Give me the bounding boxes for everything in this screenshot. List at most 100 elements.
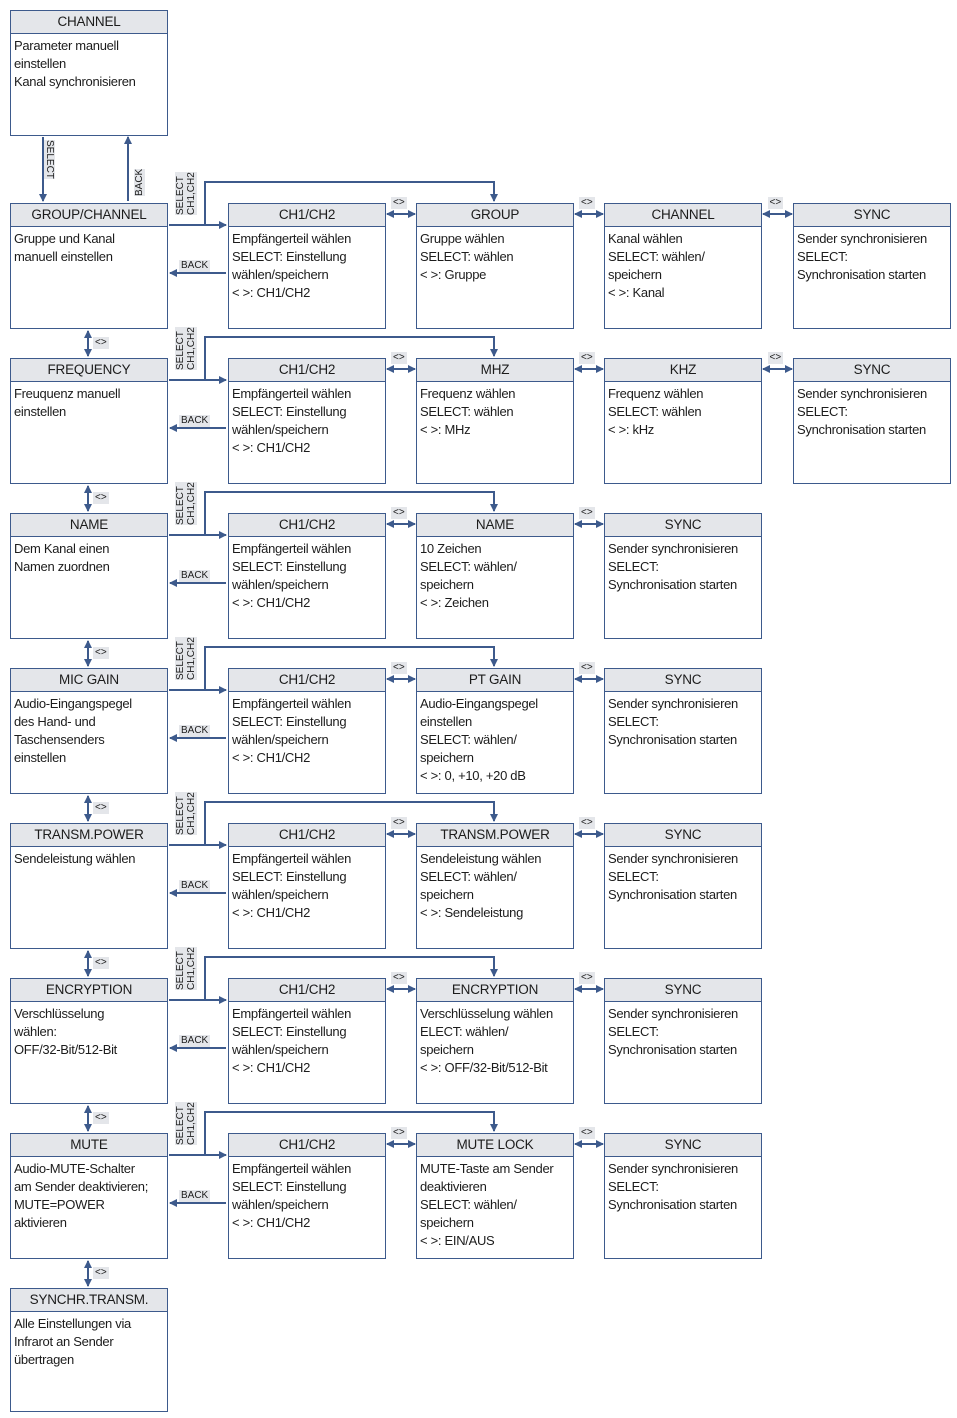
- synchr-transm-box: SYNCHR.TRANSM. Alle Einstellungen via In…: [10, 1288, 168, 1412]
- nav-label-1-3: <>: [767, 352, 784, 364]
- back-label-1: BACK: [179, 415, 211, 427]
- synchr-transm-title: SYNCHR.TRANSM.: [11, 1289, 167, 1312]
- sub-box-frequency-mhz-title: MHZ: [417, 359, 573, 382]
- sub-box-mic-gain-pt-gain-description: Audio-Eingangspegel einstellen SELECT: w…: [420, 696, 538, 783]
- nav-label-5-1: <>: [391, 972, 407, 984]
- select-ch-label-3: SELECT CH1,CH2: [175, 637, 197, 680]
- vertical-nav-label-6: <>: [93, 1267, 109, 1279]
- menu-box-mic-gain: MIC GAIN Audio-Eingangspegel des Hand- un…: [10, 668, 168, 794]
- sub-box-group-channel-group-title: GROUP: [417, 204, 573, 227]
- nav-label-5-2: <>: [579, 972, 595, 984]
- menu-box-encryption-title: ENCRYPTION: [11, 979, 167, 1002]
- select-label-top: SELECT: [44, 140, 55, 179]
- sub-box-frequency-khz-description: Frequenz wählen SELECT: wählen < >: kHz: [608, 386, 704, 437]
- channel-box: CHANNEL Parameter manuell einstellen Kan…: [10, 10, 168, 136]
- channel-box-description: Parameter manuell einstellen Kanal synch…: [14, 38, 136, 89]
- select-ch-label-4: SELECT CH1,CH2: [175, 792, 197, 835]
- vertical-nav-label-2: <>: [93, 647, 109, 659]
- sub-box-mic-gain-sync-description: Sender synchronisieren SELECT: Synchroni…: [608, 696, 738, 747]
- menu-box-mute-title: MUTE: [11, 1134, 167, 1157]
- menu-box-transm-power-description: Sendeleistung wählen: [14, 851, 136, 866]
- sub-box-encryption-ch1-ch2-title: CH1/CH2: [229, 979, 385, 1002]
- sub-box-mic-gain-sync-title: SYNC: [605, 669, 761, 692]
- sub-box-mute-ch1-ch2-description: Empfängerteil wählen SELECT: Einstellung…: [232, 1161, 352, 1230]
- menu-box-mic-gain-title: MIC GAIN: [11, 669, 167, 692]
- nav-label-2-1: <>: [391, 507, 407, 519]
- back-label-top: BACK: [134, 168, 145, 196]
- sub-box-transm-power-ch1-ch2-title: CH1/CH2: [229, 824, 385, 847]
- nav-label-4-2: <>: [579, 817, 595, 829]
- vertical-nav-label-5: <>: [93, 1112, 109, 1124]
- sub-box-frequency-ch1-ch2-title: CH1/CH2: [229, 359, 385, 382]
- sub-box-mic-gain-ch1-ch2-description: Empfängerteil wählen SELECT: Einstellung…: [232, 696, 352, 765]
- sub-box-mute-sync-title: SYNC: [605, 1134, 761, 1157]
- nav-label-1-2: <>: [579, 352, 595, 364]
- sub-box-encryption-encryption: ENCRYPTION Verschlüsselung wählen ELECT: …: [416, 978, 574, 1104]
- select-ch-label-5: SELECT CH1,CH2: [175, 947, 197, 990]
- vertical-nav-label-1: <>: [93, 492, 109, 504]
- back-label-0: BACK: [179, 260, 211, 272]
- select-ch-label-6: SELECT CH1,CH2: [175, 1102, 197, 1145]
- sub-box-frequency-khz-title: KHZ: [605, 359, 761, 382]
- sub-box-name-name-title: NAME: [417, 514, 573, 537]
- select-ch-label-1: SELECT CH1,CH2: [175, 327, 197, 370]
- sub-box-name-name: NAME 10 Zeichen SELECT: wählen/ speichern…: [416, 513, 574, 639]
- sub-box-group-channel-group-description: Gruppe wählen SELECT: wählen < >: Gruppe: [420, 231, 514, 282]
- menu-box-mute-description: Audio-MUTE-Schalter am Sender deaktivier…: [14, 1161, 149, 1230]
- sub-box-group-channel-sync-description: Sender synchronisieren SELECT: Synchroni…: [797, 231, 927, 282]
- sub-box-mute-sync: SYNC Sender synchronisieren SELECT: Synch…: [604, 1133, 762, 1259]
- sub-box-mute-sync-description: Sender synchronisieren SELECT: Synchroni…: [608, 1161, 738, 1212]
- menu-box-group-channel-title: GROUP/CHANNEL: [11, 204, 167, 227]
- sub-box-mute-ch1-ch2-title: CH1/CH2: [229, 1134, 385, 1157]
- sub-box-encryption-encryption-title: ENCRYPTION: [417, 979, 573, 1002]
- sub-box-group-channel-ch1-ch2-title: CH1/CH2: [229, 204, 385, 227]
- sub-box-frequency-sync: SYNC Sender synchronisieren SELECT: Synch…: [793, 358, 951, 484]
- vertical-nav-label-4: <>: [93, 957, 109, 969]
- menu-box-transm-power-title: TRANSM.POWER: [11, 824, 167, 847]
- sub-box-name-name-description: 10 Zeichen SELECT: wählen/ speichern < >…: [420, 541, 517, 610]
- back-label-4: BACK: [179, 880, 211, 892]
- sub-box-encryption-ch1-ch2-description: Empfängerteil wählen SELECT: Einstellung…: [232, 1006, 352, 1075]
- sub-box-transm-power-sync-title: SYNC: [605, 824, 761, 847]
- nav-label-3-2: <>: [579, 662, 595, 674]
- sub-box-group-channel-sync-title: SYNC: [794, 204, 950, 227]
- sub-box-frequency-sync-description: Sender synchronisieren SELECT: Synchroni…: [797, 386, 927, 437]
- sub-box-frequency-sync-title: SYNC: [794, 359, 950, 382]
- sub-box-mic-gain-sync: SYNC Sender synchronisieren SELECT: Synch…: [604, 668, 762, 794]
- back-label-3: BACK: [179, 725, 211, 737]
- menu-box-name-description: Dem Kanal einen Namen zuordnen: [14, 541, 110, 574]
- menu-box-mic-gain-description: Audio-Eingangspegel des Hand- und Tasche…: [14, 696, 132, 765]
- menu-box-frequency-title: FREQUENCY: [11, 359, 167, 382]
- sub-box-encryption-sync-description: Sender synchronisieren SELECT: Synchroni…: [608, 1006, 738, 1057]
- nav-label-0-1: <>: [391, 197, 407, 209]
- sub-box-encryption-encryption-description: Verschlüsselung wählen ELECT: wählen/ sp…: [420, 1006, 553, 1075]
- sub-box-name-ch1-ch2-title: CH1/CH2: [229, 514, 385, 537]
- menu-box-transm-power: TRANSM.POWER Sendeleistung wählen: [10, 823, 168, 949]
- nav-label-1-1: <>: [391, 352, 407, 364]
- sub-box-mic-gain-pt-gain-title: PT GAIN: [417, 669, 573, 692]
- sub-box-name-ch1-ch2-description: Empfängerteil wählen SELECT: Einstellung…: [232, 541, 352, 610]
- sub-box-mic-gain-ch1-ch2-title: CH1/CH2: [229, 669, 385, 692]
- sub-box-group-channel-channel-description: Kanal wählen SELECT: wählen/ speichern <…: [608, 231, 705, 300]
- sub-box-transm-power-ch1-ch2-description: Empfängerteil wählen SELECT: Einstellung…: [232, 851, 352, 920]
- sub-box-mute-mute-lock-description: MUTE-Taste am Sender deaktivieren SELECT…: [420, 1161, 554, 1248]
- channel-box-title: CHANNEL: [11, 11, 167, 34]
- back-label-2: BACK: [179, 570, 211, 582]
- nav-label-6-1: <>: [391, 1127, 407, 1139]
- sub-box-mic-gain-pt-gain: PT GAIN Audio-Eingangspegel einstellen SE…: [416, 668, 574, 794]
